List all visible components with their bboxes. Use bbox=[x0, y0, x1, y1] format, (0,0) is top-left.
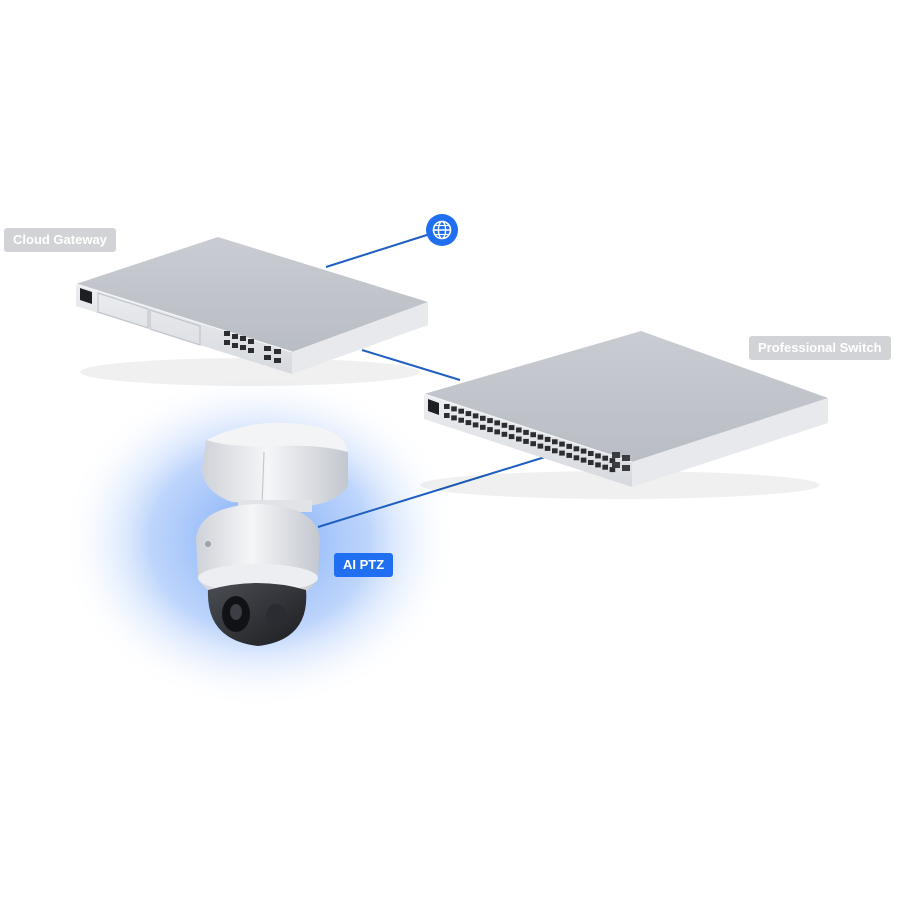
switch-port bbox=[444, 404, 450, 409]
switch-port bbox=[537, 434, 544, 440]
switch-port bbox=[451, 406, 457, 412]
switch-port bbox=[566, 452, 572, 458]
switch-port bbox=[595, 453, 601, 459]
switch-port bbox=[465, 411, 472, 417]
switch-port bbox=[472, 422, 479, 428]
switch-port bbox=[494, 429, 500, 435]
switch-port bbox=[530, 432, 536, 438]
switch-port bbox=[580, 457, 587, 463]
link-gateway-internet bbox=[325, 233, 431, 268]
switch-port bbox=[458, 417, 464, 423]
switch-port bbox=[451, 415, 457, 421]
switch-port bbox=[544, 445, 551, 451]
switch-port bbox=[609, 458, 616, 464]
switch-port bbox=[588, 460, 594, 465]
professional-switch-label: Professional Switch bbox=[749, 336, 891, 360]
switch-port bbox=[609, 467, 616, 473]
switch-port bbox=[544, 436, 551, 442]
switch-port bbox=[580, 448, 587, 454]
switch-port bbox=[465, 420, 472, 426]
switch-port bbox=[566, 443, 572, 449]
switch-port bbox=[516, 436, 522, 442]
switch-port bbox=[573, 455, 580, 461]
switch-port bbox=[559, 441, 565, 447]
switch-port bbox=[588, 451, 594, 456]
globe-icon bbox=[426, 214, 458, 246]
switch-port bbox=[537, 443, 544, 449]
switch-port bbox=[559, 450, 565, 456]
link-gateway-switch bbox=[361, 349, 461, 381]
switch-port bbox=[573, 446, 580, 452]
switch-port bbox=[552, 439, 558, 445]
switch-port bbox=[523, 438, 529, 444]
switch-port bbox=[602, 455, 608, 461]
switch-port bbox=[458, 408, 464, 414]
switch-port bbox=[595, 462, 601, 468]
switch-port bbox=[487, 418, 493, 424]
switch-port bbox=[487, 427, 493, 433]
switch-port bbox=[480, 415, 486, 421]
cloud-gateway-device bbox=[75, 237, 428, 386]
cloud-gateway-label: Cloud Gateway bbox=[4, 228, 116, 252]
switch-port bbox=[501, 422, 508, 428]
switch-port bbox=[516, 427, 522, 433]
ai-ptz-label: AI PTZ bbox=[334, 553, 394, 577]
switch-port bbox=[602, 464, 608, 470]
switch-port bbox=[494, 420, 500, 426]
ptz-camera-device bbox=[196, 422, 348, 646]
switch-port bbox=[501, 431, 508, 437]
switch-port bbox=[508, 425, 515, 431]
switch-port bbox=[508, 434, 515, 440]
switch-port bbox=[530, 441, 536, 447]
switch-port bbox=[480, 424, 486, 430]
switch-port bbox=[472, 413, 479, 419]
switch-port bbox=[444, 413, 450, 418]
link-switch-camera bbox=[317, 456, 546, 528]
professional-switch-device bbox=[420, 331, 828, 499]
switch-port bbox=[552, 448, 558, 454]
switch-port bbox=[523, 429, 529, 435]
connection-lines bbox=[317, 233, 546, 528]
